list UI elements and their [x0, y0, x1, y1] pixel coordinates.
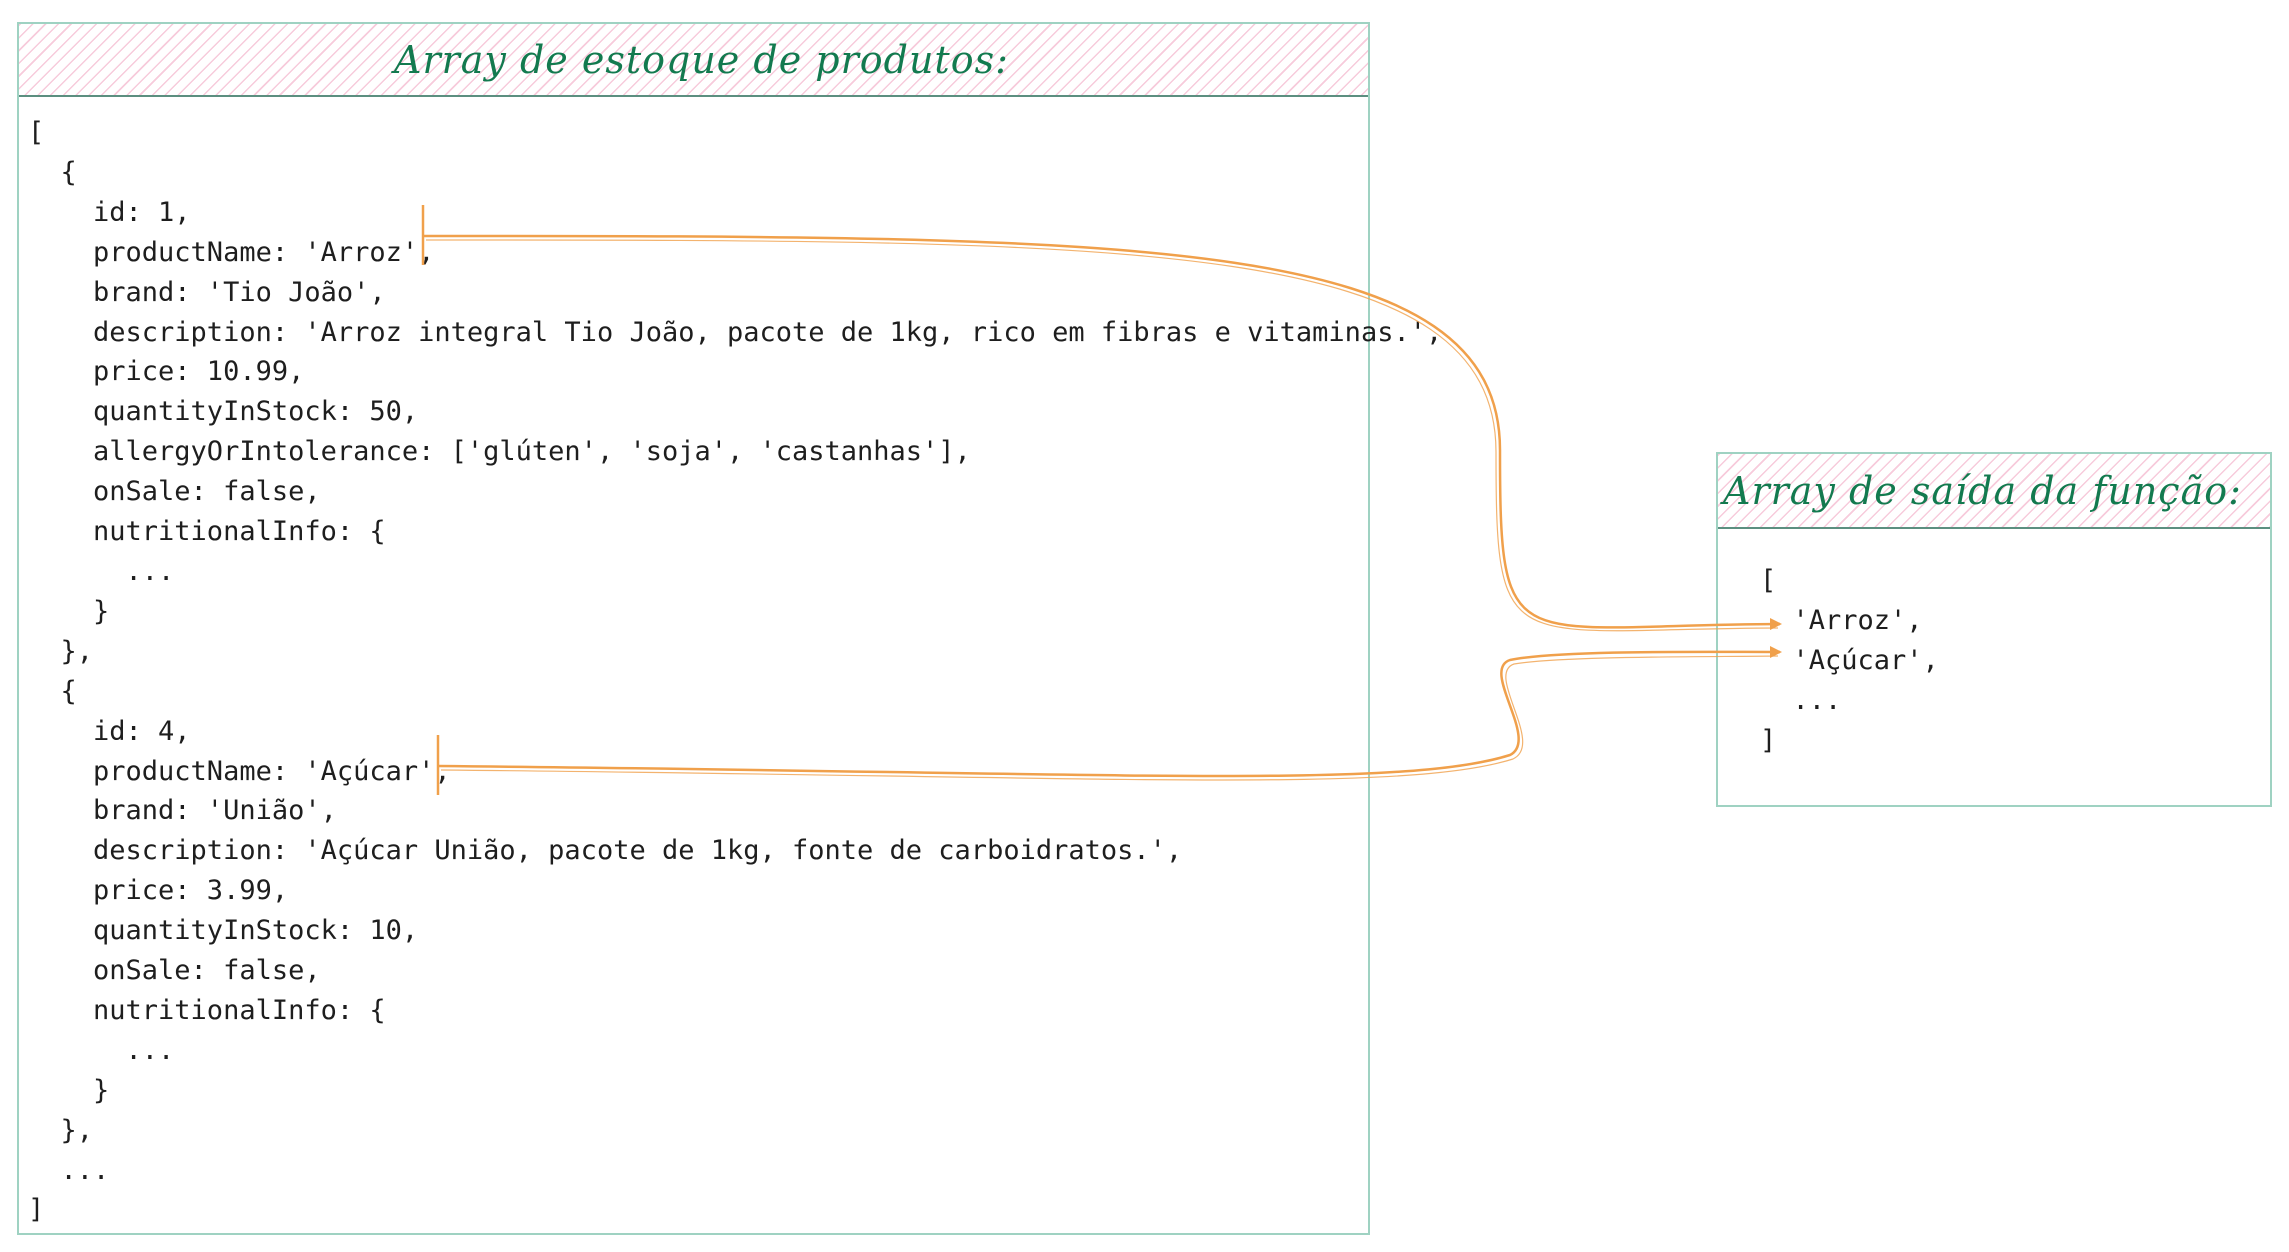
inventory-code-line: quantityInStock: 10, — [28, 915, 419, 947]
output-panel-header: Array de saída da função: — [1718, 454, 2270, 529]
inventory-code-line: id: 1, — [28, 196, 191, 228]
inventory-panel-header: Array de estoque de produtos: — [19, 24, 1368, 97]
inventory-panel-title: Array de estoque de produtos: — [394, 37, 1009, 82]
inventory-code-line: onSale: false, — [28, 955, 321, 987]
output-code-line: [ — [1760, 565, 1777, 596]
output-code-line: ... — [1760, 684, 1842, 716]
inventory-code-line: ... — [28, 1034, 175, 1066]
inventory-code-line: onSale: false, — [28, 476, 321, 508]
inventory-code-line: price: 3.99, — [28, 875, 289, 907]
output-panel-title: Array de saída da função: — [1723, 468, 2242, 513]
arrow-arroz — [421, 205, 1782, 632]
inventory-code-line: description: 'Açúcar União, pacote de 1k… — [28, 835, 1183, 867]
inventory-code-block: [ { id: 1, productName: 'Arroz', brand: … — [28, 113, 1442, 1230]
inventory-code-line: id: 4, — [28, 715, 191, 747]
arrow-acucar-line — [437, 645, 1782, 778]
inventory-code-line: productName: 'Açúcar', — [28, 755, 451, 787]
arrow-acucar-sketch-line — [440, 655, 1779, 781]
inventory-code-line: nutritionalInfo: { — [28, 994, 386, 1026]
output-code-line: 'Açúcar', — [1760, 644, 1939, 676]
output-code-line: 'Arroz', — [1760, 604, 1923, 636]
inventory-code-line: ... — [28, 555, 175, 587]
arrow-acucar — [436, 645, 1782, 795]
inventory-code-line: }, — [28, 1114, 94, 1146]
inventory-code-line: quantityInStock: 50, — [28, 396, 419, 428]
inventory-code-line: }, — [28, 635, 94, 667]
inventory-code-line: } — [28, 1074, 110, 1106]
output-code-block: [ 'Arroz', 'Açúcar', ... ] — [1760, 561, 1939, 761]
inventory-code-line: [ — [28, 117, 45, 148]
inventory-code-line: ... — [28, 1154, 110, 1186]
inventory-code-line: { — [28, 156, 77, 188]
output-code-line: ] — [1760, 724, 1777, 756]
inventory-code-line: productName: 'Arroz', — [28, 236, 435, 268]
inventory-code-line: description: 'Arroz integral Tio João, p… — [28, 316, 1443, 348]
inventory-code-line: ] — [28, 1194, 45, 1226]
inventory-code-line: nutritionalInfo: { — [28, 516, 386, 548]
inventory-code-line: allergyOrIntolerance: ['glúten', 'soja',… — [28, 436, 971, 468]
inventory-code-line: brand: 'União', — [28, 795, 337, 827]
arrow-arroz-line — [422, 234, 1782, 631]
inventory-code-line: brand: 'Tio João', — [28, 276, 386, 308]
inventory-panel: Array de estoque de produtos: [ { id: 1,… — [17, 22, 1442, 1235]
arrow-arroz-sketch-line — [425, 239, 1779, 632]
inventory-code-line: price: 10.99, — [28, 356, 305, 388]
inventory-code-line: { — [28, 675, 77, 707]
output-panel: Array de saída da função: [ 'Arroz', 'Aç… — [1716, 452, 2272, 807]
inventory-code-line: } — [28, 595, 110, 627]
